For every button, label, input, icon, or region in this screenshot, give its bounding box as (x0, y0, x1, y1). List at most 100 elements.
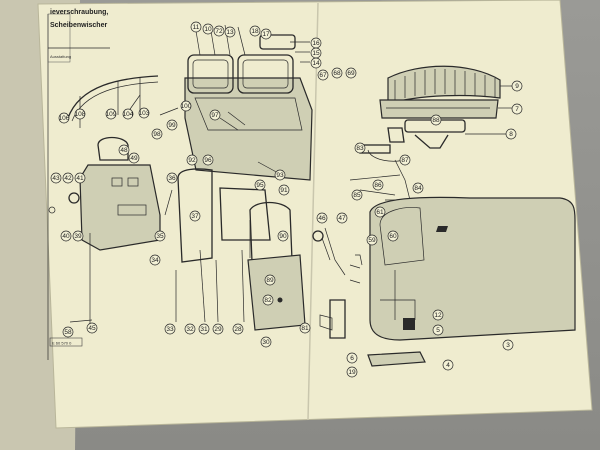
body-corner-block (403, 318, 415, 330)
header-small-label: Ausstattung (50, 54, 71, 59)
callout: 45 (86, 322, 98, 334)
callout: 108 (75, 108, 86, 120)
callout: 14 (310, 57, 322, 69)
body-shell (369, 196, 576, 341)
callout: 72 (213, 25, 225, 37)
svg-text:34: 34 (151, 257, 159, 264)
roof-arch-outer (67, 75, 159, 119)
callout: 95 (254, 179, 266, 191)
callout: 4 (442, 359, 454, 371)
header-title-2: Scheibenwischer (50, 22, 107, 29)
callout: 89 (264, 274, 276, 286)
instrument-cover (97, 136, 129, 161)
svg-text:81: 81 (301, 325, 309, 332)
page-fold (307, 2, 319, 421)
callout: 88 (430, 114, 442, 126)
callout: 41 (74, 172, 86, 184)
callout: 99 (166, 119, 178, 131)
callout: 85 (351, 189, 363, 201)
callout: 87 (399, 154, 411, 166)
figure-code-box (49, 337, 83, 347)
svg-text:72: 72 (215, 28, 223, 35)
callout: 17 (260, 28, 272, 40)
svg-text:49: 49 (130, 155, 138, 162)
svg-text:87: 87 (401, 157, 409, 164)
svg-text:59: 59 (368, 237, 376, 244)
window-frame-left (187, 54, 234, 94)
callout: 98 (151, 128, 163, 140)
svg-text:17: 17 (262, 31, 270, 38)
svg-text:97: 97 (211, 112, 219, 119)
callout: 47 (336, 212, 348, 224)
callout: 18 (249, 25, 261, 37)
svg-text:85: 85 (353, 192, 361, 199)
callout: 40 (60, 230, 72, 242)
svg-text:88: 88 (432, 117, 440, 124)
svg-text:91: 91 (280, 187, 288, 194)
svg-text:60: 60 (389, 233, 397, 240)
callout: 34 (149, 254, 161, 266)
callout: 13 (224, 26, 236, 38)
svg-text:93: 93 (276, 172, 284, 179)
svg-text:30: 30 (262, 339, 270, 346)
svg-text:6: 6 (350, 355, 354, 362)
callout: 84 (412, 182, 424, 194)
callout: 8 (505, 128, 517, 140)
window-frame-right (237, 54, 294, 94)
svg-text:68: 68 (333, 70, 341, 77)
svg-text:5: 5 (436, 327, 440, 334)
callout: 58 (62, 326, 74, 338)
svg-text:47: 47 (338, 215, 346, 222)
svg-text:28: 28 (234, 326, 242, 333)
callout: 42 (62, 172, 74, 184)
svg-text:36: 36 (168, 175, 176, 182)
callout: 36 (166, 172, 178, 184)
svg-text:15: 15 (312, 50, 320, 57)
callout: 31 (198, 323, 210, 335)
figure-code: E 60 570 0 (52, 341, 72, 346)
svg-text:48: 48 (120, 147, 128, 154)
part-callouts: 11 10 72 13 18 17 16 15 14 67 68 69 9 8 … (50, 21, 523, 378)
callout: 100 (181, 100, 192, 112)
callout: 67 (317, 69, 329, 81)
seat-back (387, 65, 501, 105)
svg-text:67: 67 (319, 72, 327, 79)
svg-text:37: 37 (191, 213, 199, 220)
svg-text:46: 46 (318, 215, 326, 222)
callout: 61 (374, 206, 386, 218)
svg-text:83: 83 (356, 145, 364, 152)
svg-text:99: 99 (168, 122, 176, 129)
callout: 39 (72, 230, 84, 242)
lamp-socket (68, 192, 80, 204)
svg-text:89: 89 (266, 277, 274, 284)
callout: 12 (432, 309, 444, 321)
svg-text:92: 92 (188, 157, 196, 164)
svg-text:11: 11 (193, 24, 200, 31)
callout: 33 (164, 323, 176, 335)
svg-text:84: 84 (414, 185, 422, 192)
callout: 7 (511, 103, 523, 115)
callout: 104 (123, 108, 134, 120)
svg-text:39: 39 (74, 233, 82, 240)
svg-text:100: 100 (181, 103, 192, 110)
callout: 43 (50, 172, 62, 184)
callout: 3 (502, 339, 514, 351)
svg-text:98: 98 (153, 131, 161, 138)
side-window (219, 187, 271, 241)
svg-text:31: 31 (200, 326, 208, 333)
svg-text:90: 90 (279, 233, 287, 240)
callout: 59 (366, 234, 378, 246)
callout: 68 (331, 67, 343, 79)
callout: 106 (59, 112, 70, 124)
callout: 16 (310, 37, 322, 49)
svg-text:13: 13 (226, 29, 234, 36)
callout: 103 (139, 107, 150, 119)
svg-text:104: 104 (123, 111, 134, 118)
callout: 15 (310, 47, 322, 59)
svg-text:41: 41 (76, 175, 84, 182)
callout: 83 (354, 142, 366, 154)
callout: 92 (186, 154, 198, 166)
callout: 81 (299, 322, 311, 334)
svg-text:16: 16 (312, 40, 320, 47)
